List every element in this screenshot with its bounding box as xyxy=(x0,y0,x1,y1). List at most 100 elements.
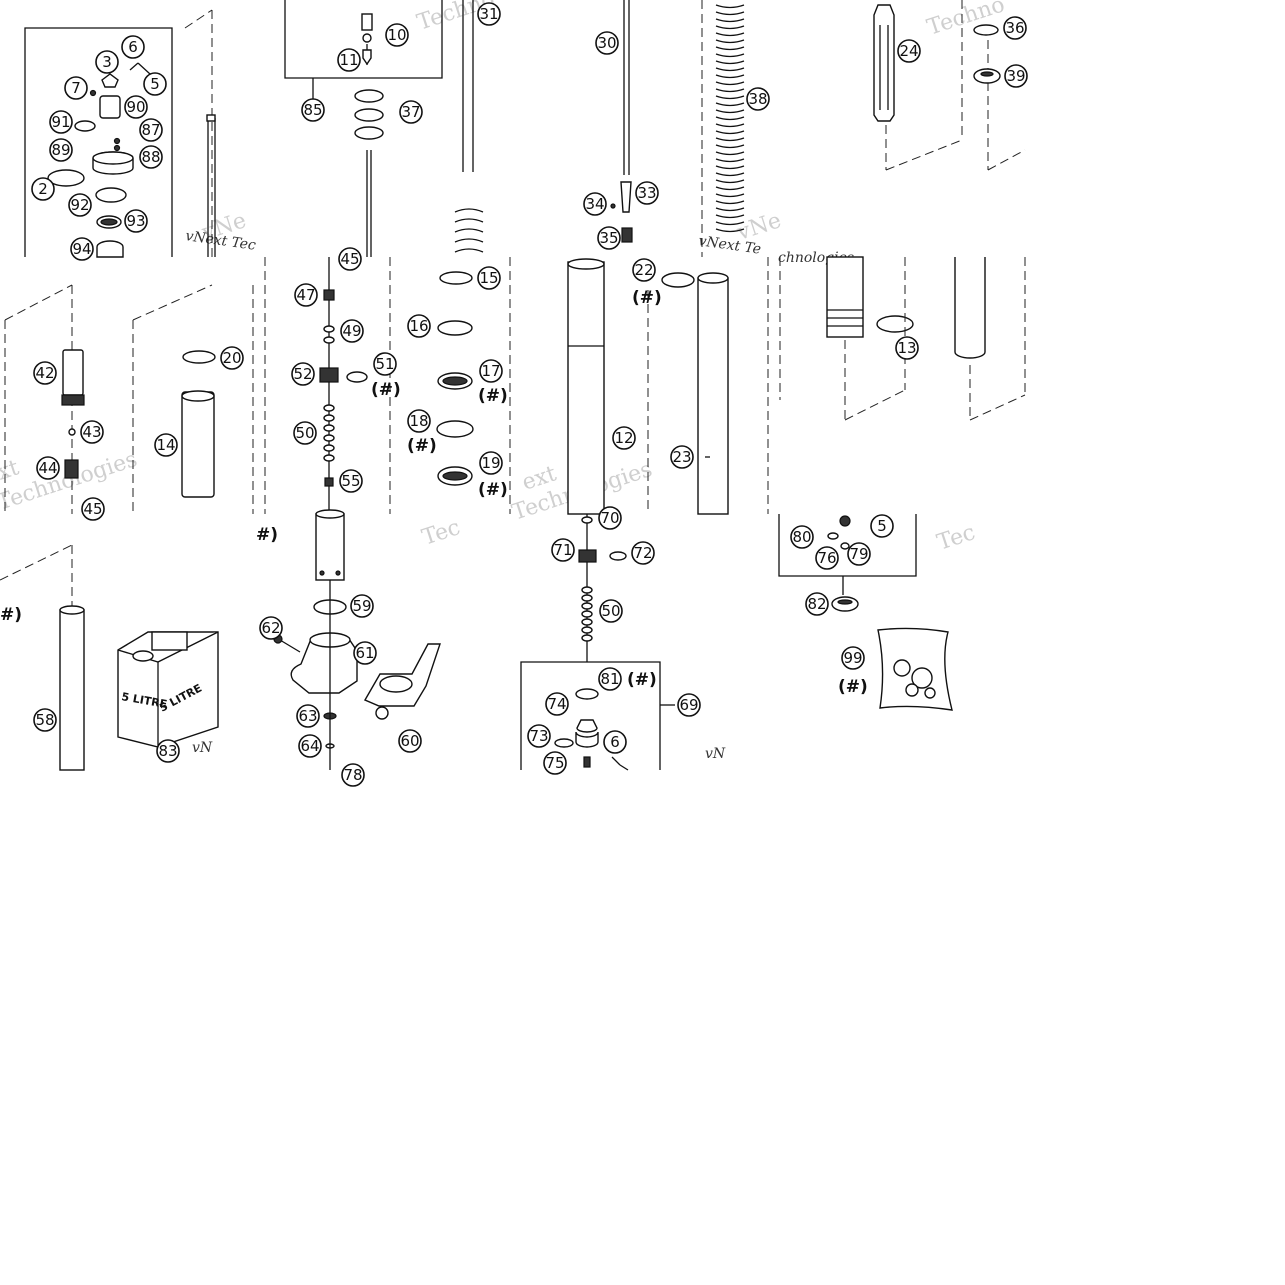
part-number-callout: 10 xyxy=(385,23,409,47)
callout-number: 64 xyxy=(300,737,319,755)
tile-cap-assembly xyxy=(24,9,216,258)
callout-number: 94 xyxy=(72,240,91,258)
part-number-callout: 43 xyxy=(80,420,104,444)
callout-number: 49 xyxy=(342,322,361,340)
callout-circle xyxy=(527,724,551,748)
callout-circle xyxy=(373,352,397,376)
callout-number: 6 xyxy=(610,733,620,751)
tile-protector-kit xyxy=(778,514,953,711)
callout-circle xyxy=(154,433,178,457)
callout-number: 3 xyxy=(102,53,112,71)
part-number-callout: 61 xyxy=(353,641,377,665)
optional-mark: (#) xyxy=(371,380,401,400)
callout-circle xyxy=(551,538,575,562)
callout-circle xyxy=(612,426,636,450)
callout-circle xyxy=(81,497,105,521)
callout-number: 88 xyxy=(141,148,160,166)
watermark-text: Tec xyxy=(419,515,463,551)
part-number-callout: 87 xyxy=(139,118,163,142)
callout-number: 83 xyxy=(158,742,177,760)
tile-piston-stack xyxy=(264,257,511,514)
part-number-callout: 94 xyxy=(70,237,94,261)
callout-number: 36 xyxy=(1005,19,1024,37)
callout-number: 47 xyxy=(296,286,315,304)
part-number-callout: 20 xyxy=(220,346,244,370)
callout-circle xyxy=(70,237,94,261)
callout-circle xyxy=(298,734,322,758)
part-number-callout: 2 xyxy=(31,177,55,201)
part-number-callout: 50 xyxy=(599,599,623,623)
optional-mark: (#) xyxy=(478,480,508,500)
callout-circle xyxy=(341,763,365,787)
callout-circle xyxy=(477,2,501,26)
part-number-callout: 16 xyxy=(407,314,431,338)
callout-circle xyxy=(293,421,317,445)
callout-number: 5 xyxy=(150,75,160,93)
callout-number: 15 xyxy=(479,269,498,287)
callout-circle xyxy=(545,692,569,716)
callout-number: 13 xyxy=(897,339,916,357)
callout-number: 92 xyxy=(70,196,89,214)
callout-circle xyxy=(294,283,318,307)
callout-number: 23 xyxy=(672,448,691,466)
callout-circle xyxy=(677,693,701,717)
part-number-callout: 50 xyxy=(293,421,317,445)
callout-number: 43 xyxy=(82,423,101,441)
tile-damper-rod xyxy=(284,0,484,257)
optional-mark: (#) xyxy=(627,670,657,690)
part-number-callout: 58 xyxy=(33,708,57,732)
part-number-callout: 6 xyxy=(603,730,627,754)
callout-number: 50 xyxy=(295,424,314,442)
callout-circle xyxy=(64,76,88,100)
callout-number: 6 xyxy=(128,38,138,56)
part-number-callout: 36 xyxy=(1003,16,1027,40)
callout-number: 39 xyxy=(1006,67,1025,85)
callout-circle xyxy=(631,541,655,565)
part-number-callout: 44 xyxy=(36,456,60,480)
part-number-callout: 5 xyxy=(143,72,167,96)
part-number-callout: 72 xyxy=(631,541,655,565)
callout-circle xyxy=(746,87,770,111)
part-number-callout: 39 xyxy=(1004,64,1028,88)
callout-circle xyxy=(815,546,839,570)
callout-circle xyxy=(124,209,148,233)
part-number-callout: 11 xyxy=(337,48,361,72)
callout-circle xyxy=(68,193,92,217)
callout-number: 73 xyxy=(529,727,548,745)
callout-circle xyxy=(291,362,315,386)
part-number-callout: 71 xyxy=(551,538,575,562)
callout-number: 45 xyxy=(83,500,102,518)
callout-circle xyxy=(598,667,622,691)
callout-number: 7 xyxy=(71,79,81,97)
part-number-callout: 5 xyxy=(870,514,894,538)
callout-number: 14 xyxy=(156,436,175,454)
callout-circle xyxy=(477,266,501,290)
part-number-callout: 24 xyxy=(897,39,921,63)
callout-number: 62 xyxy=(261,619,280,637)
callout-circle xyxy=(790,525,814,549)
part-number-callout: 19 xyxy=(479,451,503,475)
optional-mark: (#) xyxy=(478,386,508,406)
part-number-callout: 70 xyxy=(598,506,622,530)
part-number-callout: 59 xyxy=(350,594,374,618)
callout-number: 72 xyxy=(633,544,652,562)
watermark-text: Techno xyxy=(924,0,1008,41)
callout-number: 5 xyxy=(877,517,887,535)
callout-number: 50 xyxy=(601,602,620,620)
callout-number: 61 xyxy=(355,644,374,662)
part-number-callout: 49 xyxy=(340,319,364,343)
callout-circle xyxy=(49,110,73,134)
part-number-callout: 23 xyxy=(670,445,694,469)
tile-oil-can: 5 LITRE 5 LITRE xyxy=(0,544,219,771)
callout-circle xyxy=(399,100,423,124)
optional-mark: (#) xyxy=(838,677,868,697)
callout-number: 20 xyxy=(222,349,241,367)
watermark-text: vN xyxy=(705,746,726,762)
tile-outer-tubes xyxy=(779,256,1026,421)
callout-number: 18 xyxy=(409,412,428,430)
callout-number: 55 xyxy=(341,472,360,490)
callout-circle xyxy=(407,314,431,338)
